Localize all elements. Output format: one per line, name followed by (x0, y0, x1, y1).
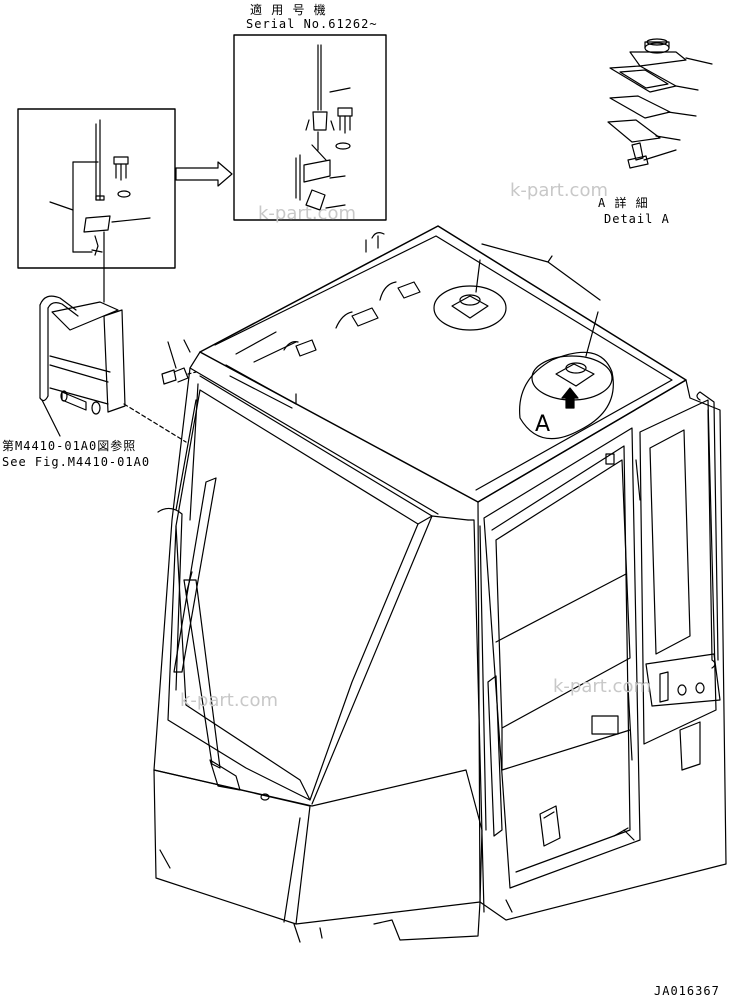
watermark: k-part.com (180, 690, 278, 711)
operator-cab (154, 226, 726, 942)
view-arrow-letter: A (535, 412, 551, 437)
antenna-inset-left (18, 109, 175, 302)
antenna-inset-serial (234, 35, 386, 220)
handrail-bracket (40, 296, 186, 442)
detail-a-label-jp: A 詳 細 (598, 196, 649, 210)
watermark: k-part.com (553, 676, 651, 697)
serial-label-en: Serial No.61262~ (246, 17, 378, 31)
detail-a-label-en: Detail A (604, 212, 670, 226)
watermark: k-part.com (258, 203, 356, 224)
see-fig-label-en: See Fig.M4410-01A0 (2, 455, 151, 469)
serial-label-jp: 適 用 号 機 (250, 3, 327, 17)
transfer-arrow (176, 162, 232, 186)
detail-a-parts (608, 39, 712, 168)
see-fig-label-jp: 第M4410-01A0図参照 (2, 439, 137, 453)
watermark: k-part.com (510, 180, 608, 201)
drawing-id: JA016367 (654, 984, 720, 998)
cable-clip (162, 340, 196, 384)
